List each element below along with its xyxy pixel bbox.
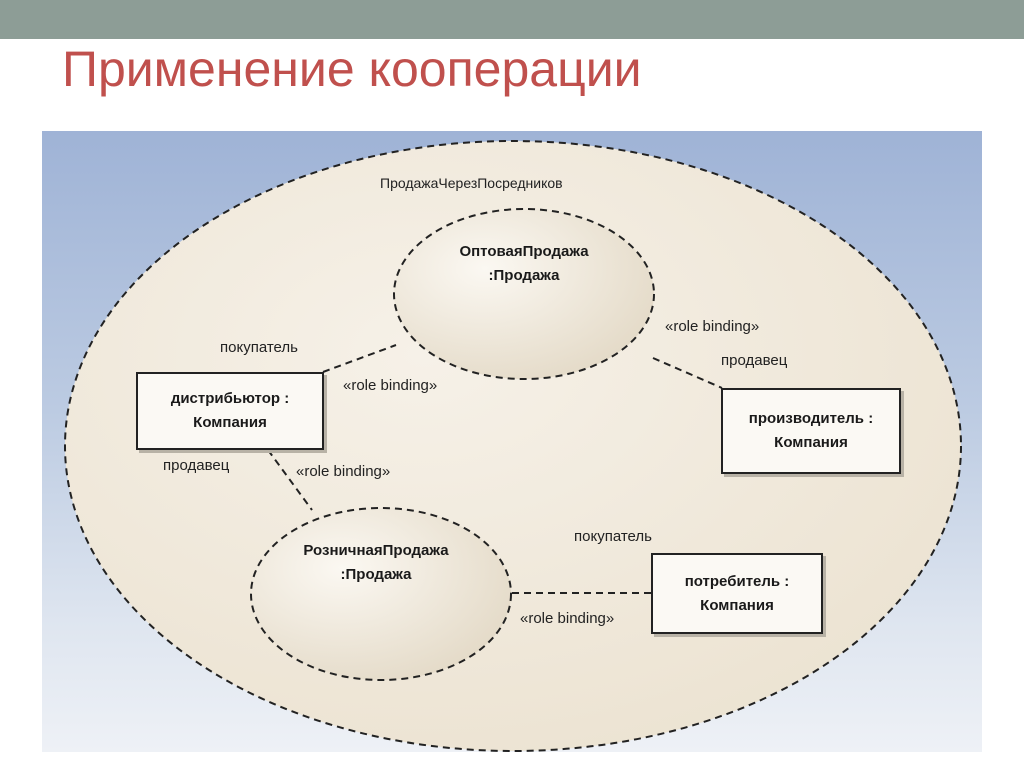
binding-line-distributor-wholesale xyxy=(322,344,397,373)
use-label-retail-line1: РозничнаяПродажа xyxy=(303,542,449,559)
part-producer-line2: Компания xyxy=(774,434,848,451)
use-ellipse-wholesale xyxy=(393,208,655,380)
use-ellipse-retail xyxy=(250,507,512,681)
part-distributor-line1: дистрибьютор : xyxy=(170,390,290,407)
use-label-wholesale: ОптоваяПродажа :Продажа xyxy=(424,240,624,288)
use-label-retail-line2: :Продажа xyxy=(340,566,412,583)
role-label-buyer-1: покупатель xyxy=(220,339,298,356)
binding-line-distributor-retail xyxy=(267,449,313,511)
collaboration-name: ПродажаЧерезПосредников xyxy=(380,175,563,191)
part-distributor-line2: Компания xyxy=(193,414,267,431)
role-label-seller-2: продавец xyxy=(163,457,230,474)
role-label-seller-1: продавец xyxy=(721,352,788,369)
use-label-wholesale-line1: ОптоваяПродажа xyxy=(459,243,589,260)
part-consumer-line1: потребитель : xyxy=(684,572,790,590)
role-label-buyer-2: покупатель xyxy=(574,528,652,545)
use-label-retail: РозничнаяПродажа :Продажа xyxy=(276,539,476,587)
part-box-consumer: потребитель : Компания xyxy=(651,553,823,634)
binding-label-2: «role binding» xyxy=(665,318,760,335)
binding-label-1: «role binding» xyxy=(343,377,438,394)
top-bar xyxy=(0,0,1024,39)
slide-title: Применение кооперации xyxy=(62,41,642,97)
part-producer-line1: производитель : xyxy=(748,410,874,427)
use-label-wholesale-line2: :Продажа xyxy=(488,267,560,284)
binding-label-3: «role binding» xyxy=(296,463,391,480)
part-box-producer: производитель : Компания xyxy=(721,388,901,474)
binding-line-wholesale-producer xyxy=(652,357,723,389)
part-box-distributor: дистрибьютор : Компания xyxy=(136,372,324,450)
binding-label-4: «role binding» xyxy=(520,610,615,627)
part-consumer-line2: Компания xyxy=(700,596,774,614)
